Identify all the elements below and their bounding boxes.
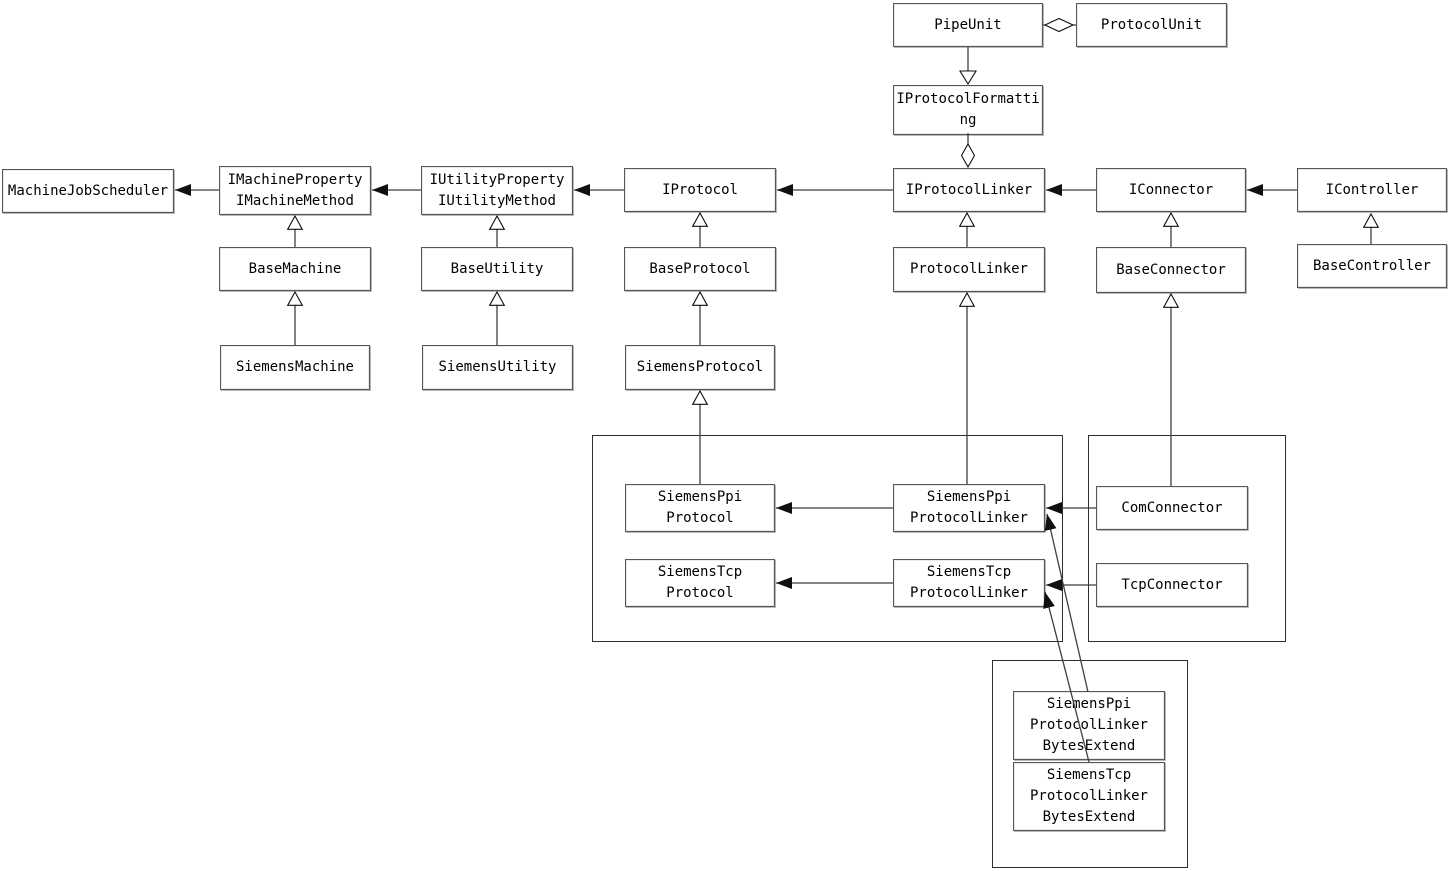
aggregation-diamond-pipeunit: [1043, 17, 1075, 33]
group-box-siemens-protocol-linkers: [592, 435, 1063, 642]
class-box-comconnector: ComConnector: [1096, 486, 1248, 530]
class-box-siemensppiprotocollinkerbytesextend: SiemensPpi ProtocolLinker BytesExtend: [1013, 691, 1165, 760]
class-box-protocollinker: ProtocolLinker: [893, 247, 1045, 292]
class-box-tcpconnector: TcpConnector: [1096, 563, 1248, 607]
class-box-protocolunit: ProtocolUnit: [1076, 3, 1227, 47]
class-box-siemensppiprotocollinker: SiemensPpi ProtocolLinker: [893, 484, 1045, 532]
class-box-siemenstcpprotocollinker: SiemensTcp ProtocolLinker: [893, 559, 1045, 607]
class-box-siemensprotocol: SiemensProtocol: [625, 345, 775, 390]
class-box-machinejobscheduler: MachineJobScheduler: [2, 169, 174, 213]
class-box-basecontroller: BaseController: [1297, 244, 1447, 288]
group-box-bytes-extend: [992, 660, 1188, 868]
class-box-siemensppiprotocol: SiemensPpi Protocol: [625, 484, 775, 532]
class-box-icontroller: IController: [1297, 168, 1447, 212]
class-box-siemensmachine: SiemensMachine: [220, 345, 370, 390]
class-box-iconnector: IConnector: [1096, 168, 1246, 212]
class-box-iprotocol: IProtocol: [624, 168, 776, 212]
class-box-pipeunit: PipeUnit: [893, 3, 1043, 47]
aggregation-diamond-iprotocollinker: [960, 142, 976, 169]
class-box-siemenstcpprotocol: SiemensTcp Protocol: [625, 559, 775, 607]
class-box-baseutility: BaseUtility: [421, 247, 573, 291]
class-box-iprotocollinker: IProtocolLinker: [893, 168, 1045, 212]
class-box-siemenstcpprotocollinkerbytesextend: SiemensTcp ProtocolLinker BytesExtend: [1013, 762, 1165, 831]
group-box-connectors: [1088, 435, 1286, 642]
class-box-iutilityproperty: IUtilityProperty IUtilityMethod: [421, 166, 573, 215]
generalization-arrow-iprotocolformatting: [959, 70, 977, 86]
class-box-baseprotocol: BaseProtocol: [624, 247, 776, 291]
class-box-baseconnector: BaseConnector: [1096, 247, 1246, 293]
class-box-siemensutility: SiemensUtility: [422, 345, 573, 390]
class-box-iprotocolformatting: IProtocolFormatti ng: [893, 85, 1043, 135]
class-box-basemachine: BaseMachine: [219, 247, 371, 291]
class-box-imachineproperty: IMachineProperty IMachineMethod: [219, 166, 371, 215]
